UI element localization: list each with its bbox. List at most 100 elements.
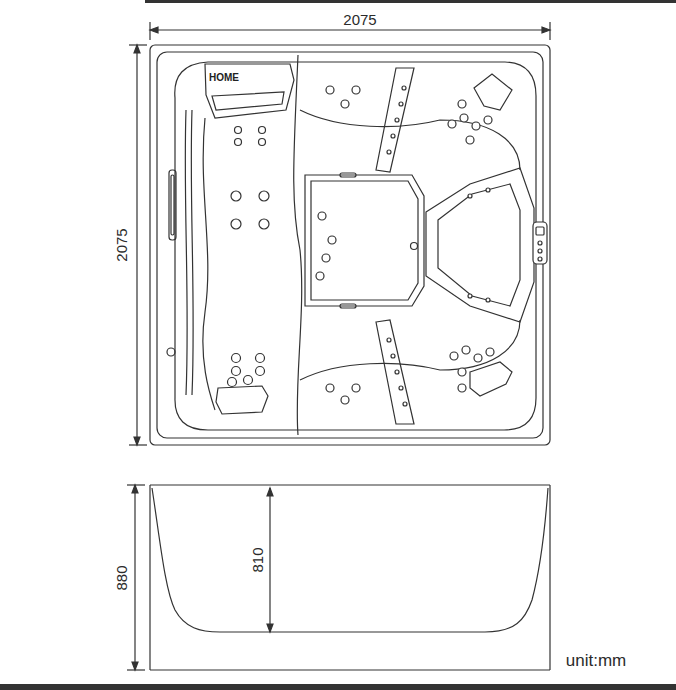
dimension-line: [149, 22, 150, 40]
water-jet: [458, 384, 466, 392]
water-jet: [316, 272, 324, 280]
dimension-line: [134, 485, 135, 670]
water-jet: [458, 368, 466, 376]
water-jet: [391, 134, 395, 138]
control-panel: [533, 222, 547, 264]
water-jet: [387, 150, 391, 154]
brand-logo: HOME: [208, 73, 240, 83]
water-jet: [484, 116, 492, 124]
footwell: [340, 173, 356, 177]
water-jet: [399, 102, 403, 106]
spa-side-view: [150, 669, 550, 670]
water-jet: [318, 212, 326, 220]
water-jet: [387, 338, 391, 342]
spa-top-view: [175, 62, 536, 430]
dimension-line: [269, 488, 270, 632]
water-jet: [228, 86, 495, 406]
water-jet: [472, 122, 480, 130]
lounger-seat: [171, 175, 174, 235]
water-jet: [259, 219, 269, 229]
spa-top-view: [150, 45, 550, 445]
frame-bar: [145, 0, 676, 3]
water-jet: [341, 100, 349, 108]
dimension-line: [549, 22, 550, 40]
headrest-pillow: [205, 64, 512, 414]
spa-top-view: [157, 52, 543, 438]
water-jet: [486, 188, 490, 192]
water-jet: [391, 354, 395, 358]
water-jet: [235, 139, 242, 146]
control-panel: [538, 249, 542, 253]
water-jet: [232, 367, 241, 376]
spa-side-view: [152, 488, 548, 632]
headrest-pillow: [470, 362, 512, 396]
water-jet: [244, 376, 253, 385]
water-jet: [486, 298, 490, 302]
unit-note: unit:mm: [564, 651, 628, 670]
footwell: [311, 181, 418, 300]
dimension-depth: 2075: [113, 226, 130, 263]
water-jet: [256, 367, 265, 376]
dimension-line: [129, 444, 147, 445]
headrest-pillow: [205, 64, 294, 118]
dimension-line: [267, 488, 273, 632]
water-jet: [403, 402, 407, 406]
dimension-line: [150, 29, 550, 30]
footwell: [300, 110, 520, 170]
water-jet: [448, 120, 456, 128]
footwell: [300, 320, 520, 380]
water-jet: [411, 243, 418, 250]
dimension-line: [127, 22, 550, 670]
dimension-line: [127, 669, 145, 670]
headrest-pillow: [216, 386, 268, 414]
dimension-water-depth: 810: [249, 545, 266, 574]
seat-armrest: [438, 184, 520, 306]
water-jet: [402, 86, 406, 90]
dimension-line: [150, 27, 550, 33]
dimension-line: [136, 45, 137, 445]
water-jet: [352, 86, 360, 94]
seat-armrest: [376, 320, 414, 424]
lounger-seat: [185, 110, 187, 395]
water-jet: [395, 118, 399, 122]
water-jet: [326, 86, 334, 94]
water-jet: [395, 370, 399, 374]
dimension-height: 880: [113, 563, 130, 592]
footwell: [340, 304, 356, 308]
water-jet: [462, 346, 470, 354]
water-jet: [458, 100, 466, 108]
footwell: [300, 110, 520, 380]
control-panel: [538, 257, 542, 261]
water-jet: [326, 384, 334, 392]
water-jet: [352, 384, 360, 392]
water-jet: [256, 354, 265, 363]
water-jet: [259, 139, 266, 146]
dimension-width: 2075: [341, 11, 378, 28]
water-jet: [468, 294, 472, 298]
footwell: [305, 175, 424, 306]
water-jet: [466, 136, 474, 144]
seat-armrest: [426, 168, 534, 322]
control-panel: [533, 222, 547, 264]
water-jet: [328, 236, 336, 244]
lounger-seat: [203, 118, 215, 410]
seat-armrest: [376, 68, 414, 172]
spa-side-view: [150, 485, 550, 670]
spa-top-view: [150, 45, 550, 445]
spa-side-view: [149, 485, 150, 670]
water-jet: [399, 386, 403, 390]
water-jet: [231, 219, 241, 229]
water-jet: [228, 378, 237, 387]
lounger-seat: [167, 348, 175, 356]
dimension-line: [129, 44, 147, 45]
water-jet: [486, 348, 494, 356]
dimension-line: [127, 484, 145, 485]
water-jet: [235, 127, 242, 134]
water-jet: [460, 114, 468, 122]
water-jet: [322, 254, 330, 262]
lounger-seat: [294, 55, 302, 435]
dimension-line: [134, 45, 140, 445]
headrest-pillow: [212, 92, 284, 110]
